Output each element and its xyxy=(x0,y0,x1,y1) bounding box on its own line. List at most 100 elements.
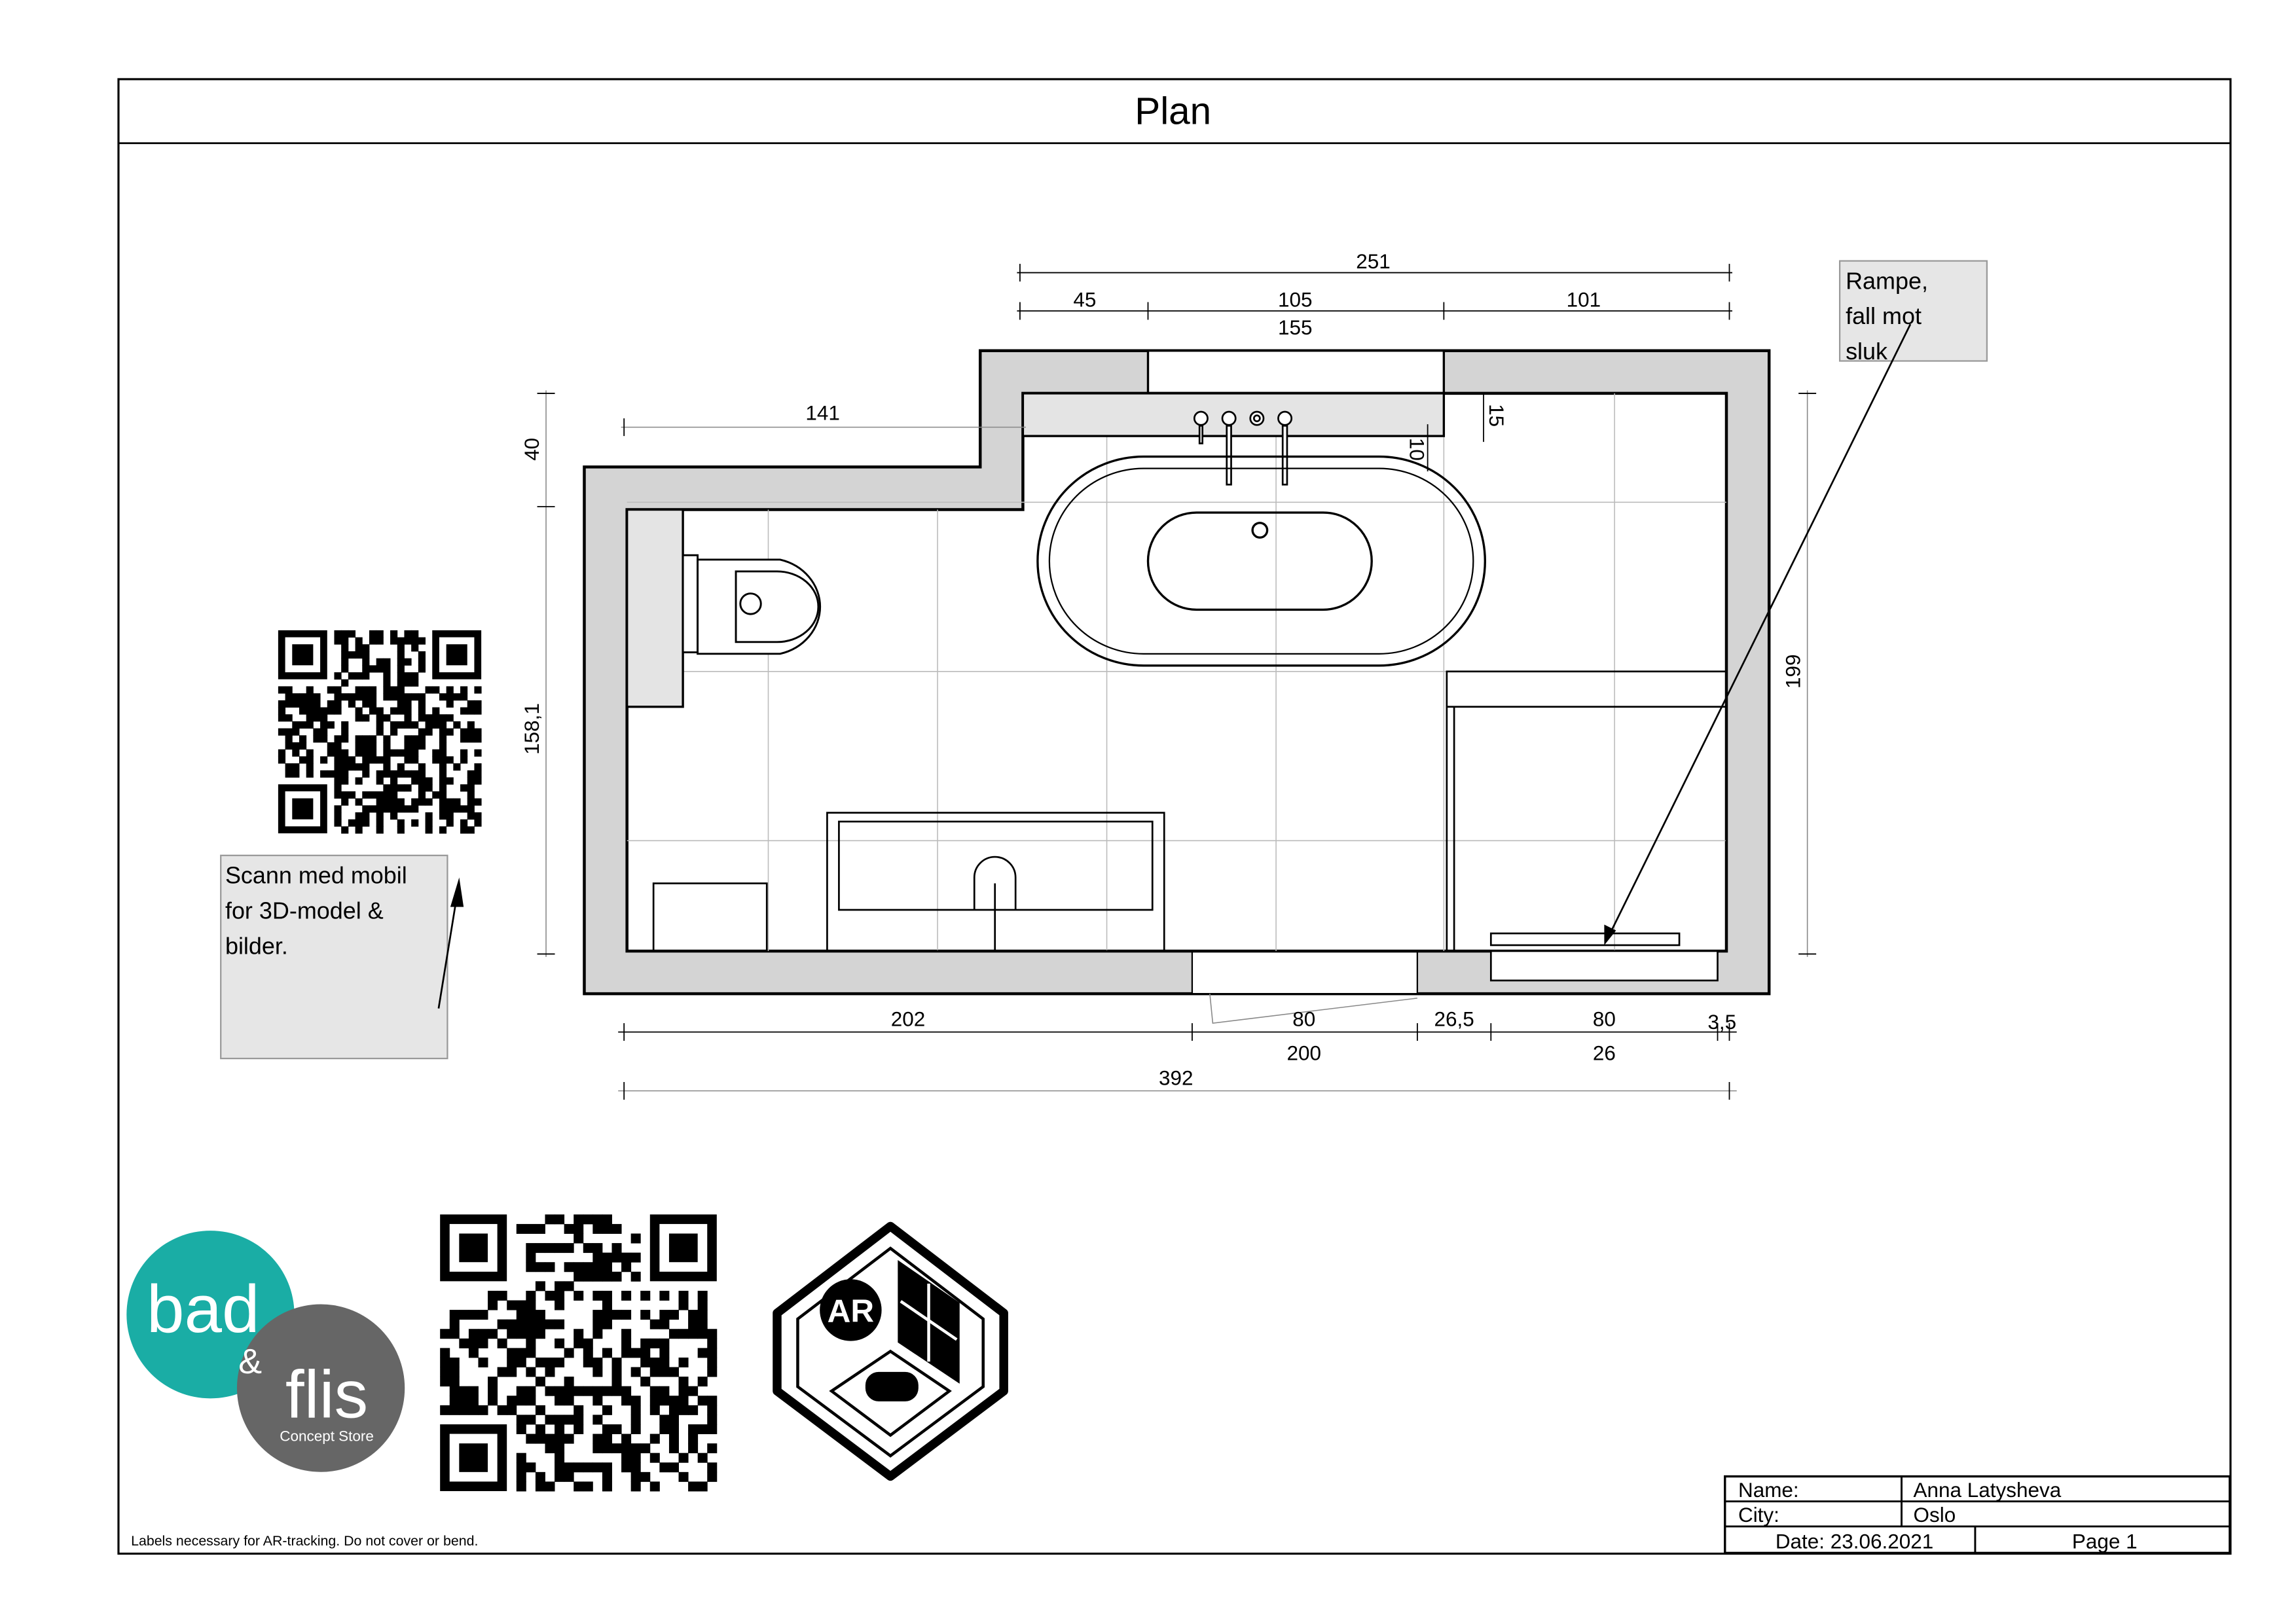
qr-module xyxy=(467,770,475,778)
qr-module xyxy=(418,798,426,806)
qr-module xyxy=(535,1329,545,1339)
arrow-head-icon xyxy=(1604,924,1616,945)
qr-module xyxy=(640,1443,651,1454)
qr-module xyxy=(355,798,363,806)
qr-module xyxy=(369,637,377,645)
qr-module xyxy=(341,826,349,834)
qr-module xyxy=(348,693,356,701)
qr-module xyxy=(355,651,363,659)
qr-module xyxy=(474,763,482,771)
qr-module xyxy=(362,651,370,659)
qr-module xyxy=(397,658,405,666)
qr-module xyxy=(678,1386,689,1396)
qr-module xyxy=(432,714,440,722)
qr-module xyxy=(327,707,335,715)
qr-module xyxy=(592,1443,603,1454)
qr-module xyxy=(355,763,363,771)
qr-module xyxy=(397,805,405,813)
qr-module xyxy=(516,1300,526,1310)
qr-finder xyxy=(440,1214,507,1282)
qr-module xyxy=(574,1386,584,1396)
qr-module xyxy=(697,1377,708,1387)
qr-module xyxy=(545,1415,555,1425)
qr-module xyxy=(369,791,377,799)
qr-module xyxy=(688,1386,699,1396)
qr-module xyxy=(602,1223,612,1234)
qr-module xyxy=(313,735,321,743)
qr-module xyxy=(411,798,419,806)
qr-module xyxy=(320,721,328,729)
svg-text:bad: bad xyxy=(147,1271,260,1346)
qr-module xyxy=(659,1462,670,1473)
qr-module xyxy=(299,721,307,729)
qr-module xyxy=(376,707,384,715)
qr-module xyxy=(649,1319,660,1329)
qr-module xyxy=(278,756,286,764)
qr-module xyxy=(621,1329,632,1339)
qr-module xyxy=(334,637,342,645)
qr-module xyxy=(383,665,391,673)
qr-module xyxy=(621,1434,632,1444)
qr-module xyxy=(592,1462,603,1473)
qr-module xyxy=(369,665,377,673)
qr-module xyxy=(602,1319,612,1329)
svg-text:Rampe,: Rampe, xyxy=(1846,267,1928,294)
qr-module xyxy=(418,665,426,673)
qr-module xyxy=(397,700,405,708)
qr-module xyxy=(602,1252,612,1263)
qr-module xyxy=(697,1453,708,1463)
arrow-head-icon xyxy=(450,877,464,907)
qr-module xyxy=(334,742,342,750)
qr-code-small[interactable] xyxy=(278,630,482,834)
qr-module xyxy=(418,693,426,701)
qr-module xyxy=(320,707,328,715)
qr-module xyxy=(306,763,314,771)
qr-module xyxy=(535,1281,545,1291)
qr-module xyxy=(688,1434,699,1444)
qr-module xyxy=(545,1434,555,1444)
qr-module xyxy=(592,1415,603,1425)
qr-module xyxy=(611,1367,622,1377)
qr-module xyxy=(555,1300,565,1310)
qr-module xyxy=(668,1424,679,1434)
qr-module xyxy=(355,812,363,820)
qr-module xyxy=(411,770,419,778)
qr-module xyxy=(449,1367,460,1377)
qr-module xyxy=(555,1319,565,1329)
qr-module xyxy=(526,1434,536,1444)
qr-module xyxy=(369,742,377,750)
qr-module xyxy=(411,742,419,750)
qr-module xyxy=(688,1443,699,1454)
qr-code-large[interactable] xyxy=(440,1214,718,1492)
svg-text:bilder.: bilder. xyxy=(225,932,288,959)
qr-module xyxy=(411,805,419,813)
svg-text:Concept Store: Concept Store xyxy=(280,1428,374,1445)
dim-left-main: 158,1 xyxy=(520,703,543,755)
qr-module xyxy=(418,700,426,708)
qr-module xyxy=(362,693,370,701)
qr-module xyxy=(348,672,356,680)
qr-module xyxy=(592,1271,603,1282)
qr-module xyxy=(411,777,419,785)
qr-module xyxy=(526,1329,536,1339)
qr-module xyxy=(299,735,307,743)
qr-module xyxy=(334,749,342,757)
qr-module xyxy=(369,735,377,743)
qr-module xyxy=(404,672,412,680)
qr-module xyxy=(299,693,307,701)
qr-module xyxy=(611,1243,622,1254)
qr-module xyxy=(411,679,419,687)
qr-module xyxy=(306,749,314,757)
qr-module xyxy=(404,770,412,778)
qr-module xyxy=(397,637,405,645)
qr-module xyxy=(460,805,468,813)
qr-module xyxy=(474,819,482,827)
qr-module xyxy=(285,714,293,722)
qr-module xyxy=(425,686,433,694)
qr-module xyxy=(630,1462,641,1473)
qr-module xyxy=(453,798,461,806)
qr-module xyxy=(285,693,293,701)
qr-module xyxy=(459,1310,469,1320)
qr-module xyxy=(460,826,468,834)
qr-module xyxy=(564,1386,574,1396)
